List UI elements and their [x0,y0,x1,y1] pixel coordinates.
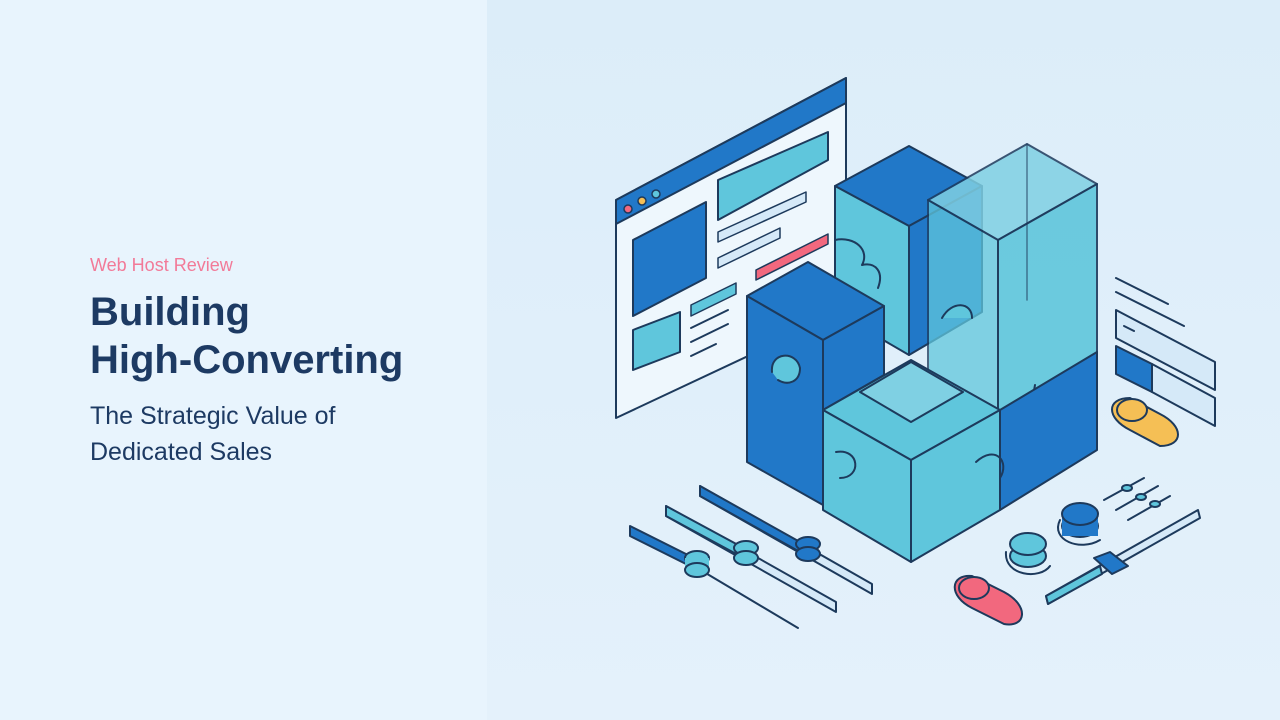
puzzle-cube-icon [927,143,1098,421]
title-line-2: High-Converting [90,338,404,382]
slide-title: Building High-Converting [90,288,470,384]
left-panel [0,0,487,720]
browser-window-icon [615,77,847,419]
dial-knob-icon [1004,502,1101,575]
puzzle-illustration [615,77,1216,629]
toggle-switch-icon [1111,277,1216,447]
title-block: Web Host Review Building High-Converting… [90,254,470,470]
puzzle-cube-icon [822,351,1098,563]
slide-subtitle: The Strategic Value of Dedicated Sales [90,398,470,470]
subtitle-line-1: The Strategic Value of [90,402,336,430]
slider-icon [629,485,873,629]
puzzle-cube-icon [746,261,885,506]
subtitle-line-2: Dedicated Sales [90,438,273,466]
eyebrow-label: Web Host Review [90,255,233,275]
toggle-switch-icon [953,574,1023,626]
slider-icon [1045,477,1201,605]
title-line-1: Building [90,290,250,334]
